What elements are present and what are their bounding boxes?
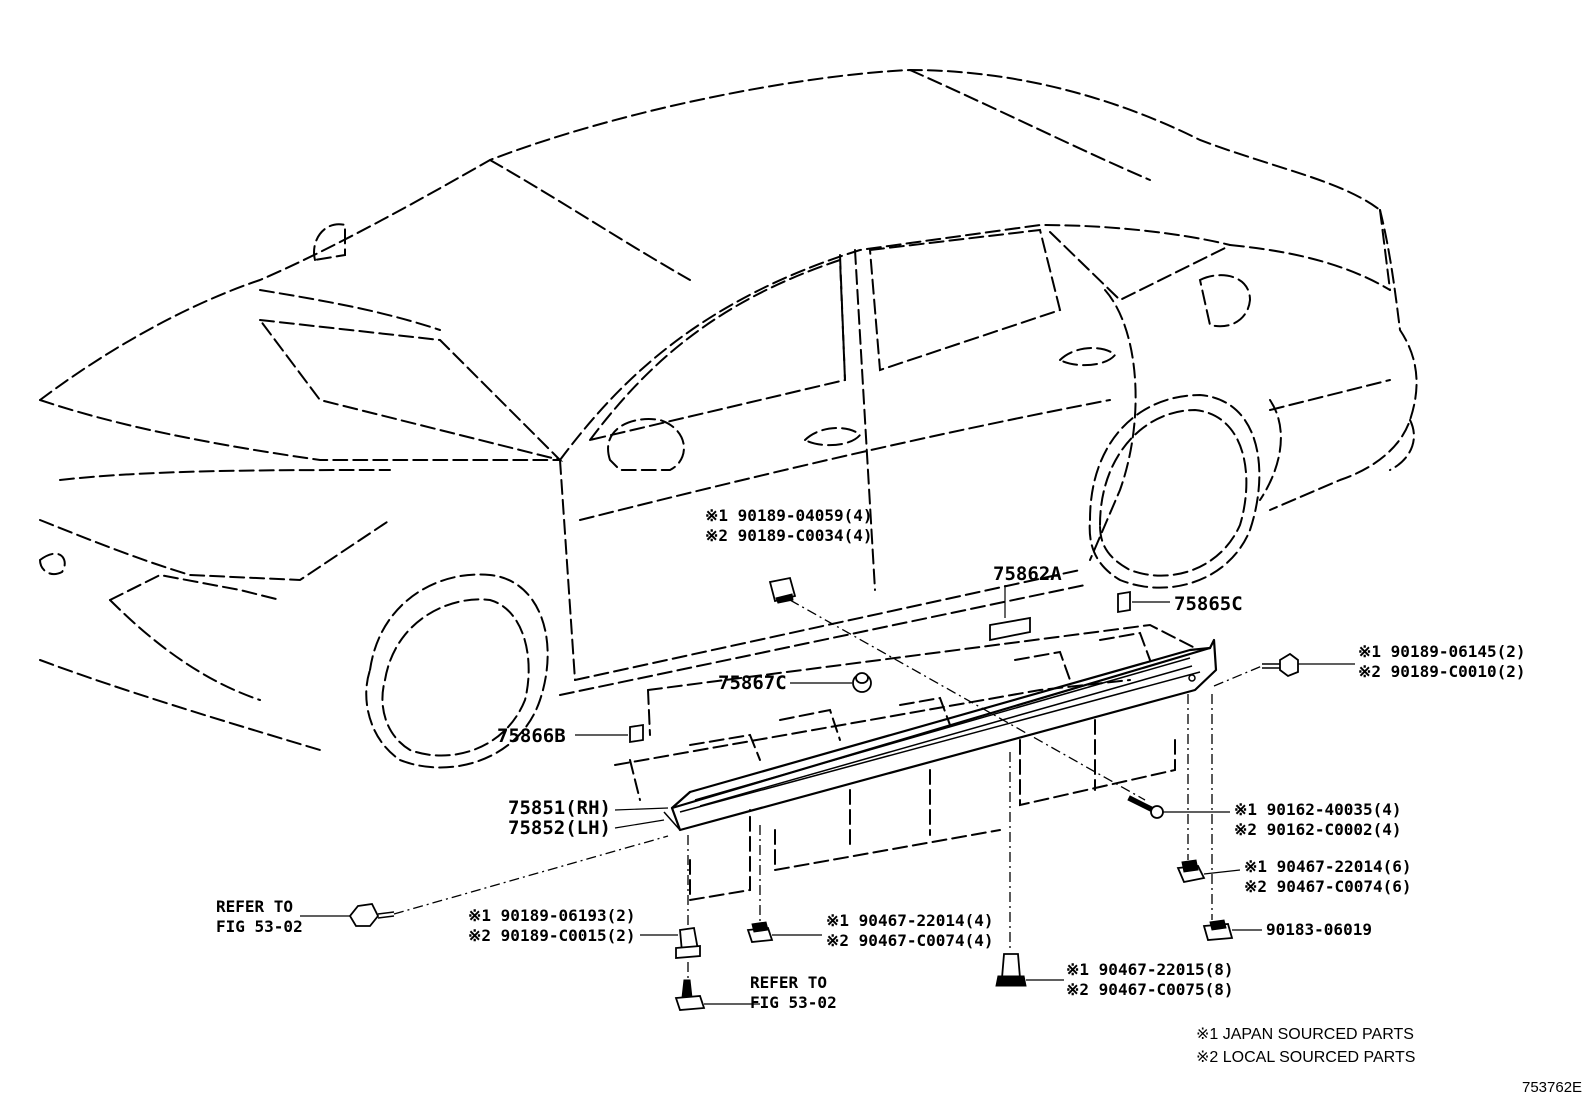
label-screw-2: ※2 90162-C0002(4): [1234, 820, 1402, 839]
pad-75865C: [1117, 590, 1131, 614]
grommet-75867C: [852, 672, 872, 693]
clip-90189-06193: [675, 926, 701, 959]
nut-90183-06019: [1202, 919, 1234, 941]
clip-90189-06145: [1262, 652, 1299, 678]
label-grommet-2: ※2 90467-C0075(8): [1066, 980, 1234, 999]
label-75865C: 75865C: [1174, 593, 1243, 615]
label-clip-right-1: ※1 90189-06145(2): [1358, 642, 1526, 661]
bolt-refer-bottom: [674, 979, 706, 1011]
grommet-90467-22015: [995, 953, 1027, 987]
pad-75862A: [989, 616, 1031, 642]
bolt-refer-left: [348, 903, 395, 927]
car-body-outline: [38, 68, 1418, 769]
label-clip-top-1: ※1 90189-04059(4): [705, 506, 873, 525]
label-nut-mid-1: ※1 90467-22014(4): [826, 911, 994, 930]
label-nut-right-1: ※1 90467-22014(6): [1244, 857, 1412, 876]
nut-90467-22014-right: [1176, 859, 1206, 884]
screw-90162-40035: [1127, 795, 1164, 819]
label-75851: 75851(RH): [508, 797, 611, 819]
label-75852: 75852(LH): [508, 817, 611, 839]
label-nut-mid-2: ※2 90467-C0074(4): [826, 931, 994, 950]
nut-90467-22014-mid: [746, 921, 774, 943]
legend-note-2: ※2 LOCAL SOURCED PARTS: [1196, 1049, 1415, 1066]
label-clip-left-2: ※2 90189-C0015(2): [468, 926, 636, 945]
label-refer-bottom-2: FIG 53-02: [750, 993, 837, 1012]
label-75867C: 75867C: [718, 672, 787, 694]
label-clip-right-2: ※2 90189-C0010(2): [1358, 662, 1526, 681]
label-refer-left-2: FIG 53-02: [216, 917, 303, 936]
label-nut-90183: 90183-06019: [1266, 920, 1372, 939]
label-refer-left-1: REFER TO: [216, 897, 293, 916]
label-screw-1: ※1 90162-40035(4): [1234, 800, 1402, 819]
label-clip-top-2: ※2 90189-C0034(4): [705, 526, 873, 545]
label-refer-bottom-1: REFER TO: [750, 973, 827, 992]
label-75862A: 75862A: [993, 563, 1062, 585]
label-clip-left-1: ※1 90189-06193(2): [468, 906, 636, 925]
retainer-rail-hidden: [614, 623, 1196, 902]
legend-note-1: ※1 JAPAN SOURCED PARTS: [1196, 1026, 1414, 1043]
label-75866B: 75866B: [497, 725, 566, 747]
clip-90189-04059: [768, 576, 797, 604]
label-nut-right-2: ※2 90467-C0074(6): [1244, 877, 1412, 896]
drawing-code: 753762E: [1522, 1079, 1582, 1096]
rocker-panel-moulding: [663, 638, 1218, 832]
label-grommet-1: ※1 90467-22015(8): [1066, 960, 1234, 979]
pad-75866B: [629, 723, 644, 744]
